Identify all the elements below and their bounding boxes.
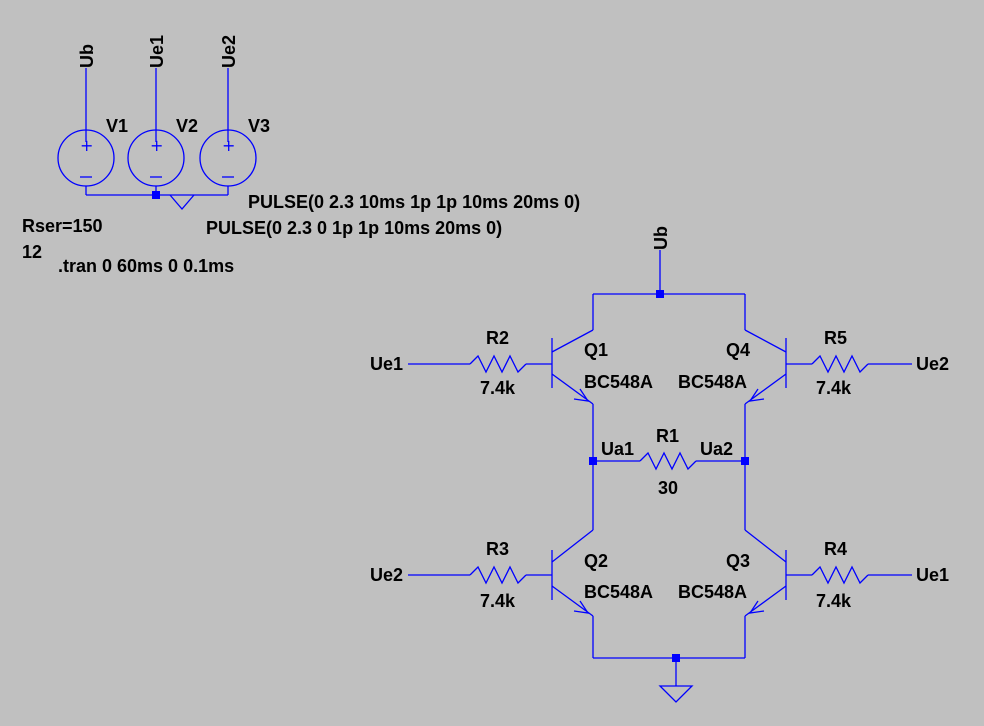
resistor-ref: R3 [486, 539, 509, 559]
transistor-ref: Q1 [584, 340, 608, 360]
junction-dot [656, 290, 664, 298]
transistor-model: BC548A [584, 372, 653, 392]
resistor-r4[interactable]: R4 7.4k [811, 539, 869, 611]
emitter-arrow-icon [748, 388, 765, 402]
emitter-arrow-icon [573, 600, 590, 614]
voltage-source-v3[interactable]: + V3 [199, 116, 270, 187]
plus-sign-icon: + [80, 136, 93, 155]
plus-sign-icon: + [150, 136, 163, 155]
source-ref-v2: V2 [176, 116, 198, 136]
source-ref-v3: V3 [248, 116, 270, 136]
source-ref-v1: V1 [106, 116, 128, 136]
source-group: Ub Ue1 Ue2 + V1 + V2 + V3 [57, 35, 270, 210]
resistor-value: 7.4k [816, 591, 852, 611]
resistor-r1[interactable]: R1 30 [639, 426, 697, 498]
resistor-ref: R4 [824, 539, 847, 559]
junction-dot [152, 191, 160, 199]
collector-lead [551, 529, 594, 563]
net-label-ue2: Ue2 [219, 35, 239, 68]
resistor-symbol [811, 354, 869, 374]
resistor-symbol [469, 354, 527, 374]
transistor-q3[interactable]: Q3 BC548A [678, 529, 787, 617]
resistor-symbol [811, 565, 869, 585]
net-label-ue1-r2: Ue1 [370, 354, 403, 374]
net-label-ue1: Ue1 [147, 35, 167, 68]
collector-lead [551, 329, 594, 353]
emitter-arrow-icon [573, 388, 590, 402]
resistor-value: 7.4k [816, 378, 852, 398]
resistor-r5[interactable]: R5 7.4k [811, 328, 869, 398]
v3-pulse-directive[interactable]: PULSE(0 2.3 10ms 1p 1p 10ms 20ms 0) [248, 192, 580, 212]
transistor-model: BC548A [678, 582, 747, 602]
tran-directive[interactable]: .tran 0 60ms 0 0.1ms [58, 256, 234, 276]
collector-lead [744, 329, 787, 353]
resistor-symbol [469, 565, 527, 585]
net-label-ue1-r4: Ue1 [916, 565, 949, 585]
net-label-ua2: Ua2 [700, 439, 733, 459]
resistor-ref: R2 [486, 328, 509, 348]
ground-icon [658, 685, 694, 703]
plus-sign-icon: + [222, 136, 235, 155]
transistor-model: BC548A [584, 582, 653, 602]
v1-rser-directive[interactable]: Rser=150 [22, 216, 103, 236]
collector-lead [744, 529, 787, 563]
ground-icon [169, 194, 195, 210]
resistor-ref: R1 [656, 426, 679, 446]
voltage-source-v1[interactable]: + V1 [57, 116, 128, 187]
net-label-ua1: Ua1 [601, 439, 634, 459]
v1-value-directive[interactable]: 12 [22, 242, 42, 262]
net-label-ue2-r3: Ue2 [370, 565, 403, 585]
resistor-value: 7.4k [480, 378, 516, 398]
transistor-q4[interactable]: Q4 BC548A [678, 329, 787, 405]
emitter-arrow-icon [748, 600, 765, 614]
resistor-value: 30 [658, 478, 678, 498]
transistor-q1[interactable]: Q1 BC548A [551, 329, 653, 405]
v2-pulse-directive[interactable]: PULSE(0 2.3 0 1p 1p 10ms 20ms 0) [206, 218, 502, 238]
transistor-q2[interactable]: Q2 BC548A [551, 529, 653, 617]
net-label-ub-bridge: Ub [651, 226, 671, 250]
resistor-symbol [639, 451, 697, 471]
net-label-ue2-r5: Ue2 [916, 354, 949, 374]
transistor-model: BC548A [678, 372, 747, 392]
resistor-r3[interactable]: R3 7.4k [469, 539, 527, 611]
transistor-ref: Q2 [584, 551, 608, 571]
resistor-ref: R5 [824, 328, 847, 348]
voltage-source-v2[interactable]: + V2 [127, 116, 198, 187]
transistor-ref: Q3 [726, 551, 750, 571]
transistor-ref: Q4 [726, 340, 750, 360]
resistor-r2[interactable]: R2 7.4k [469, 328, 527, 398]
resistor-value: 7.4k [480, 591, 516, 611]
net-label-ub: Ub [77, 44, 97, 68]
